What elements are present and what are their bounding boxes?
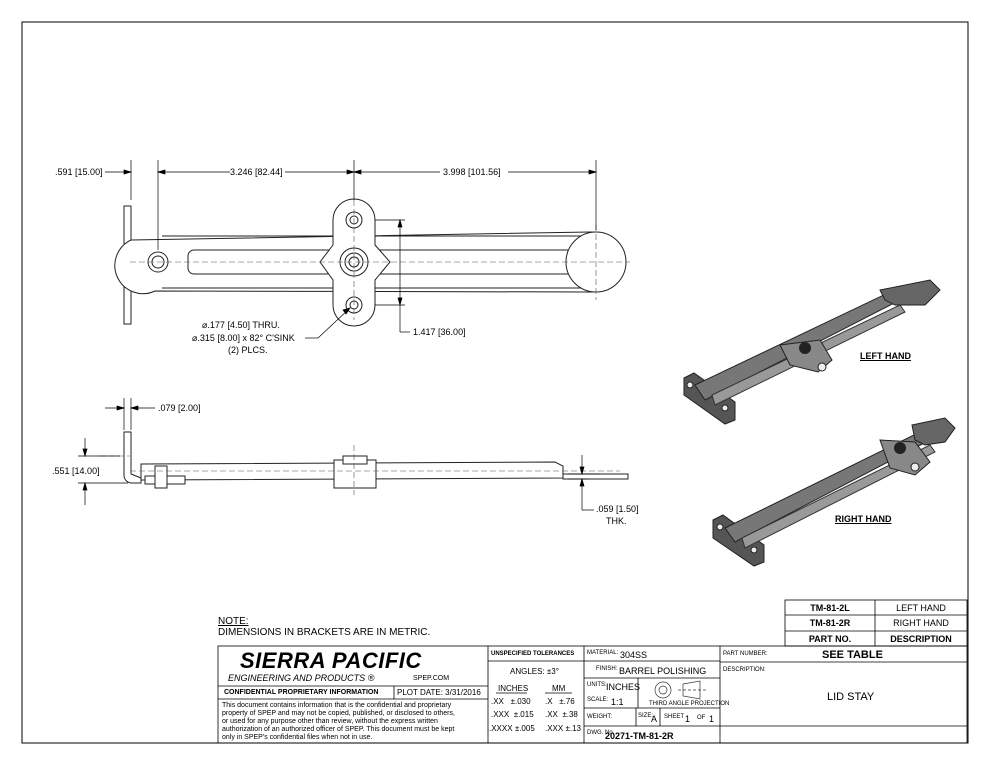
- size-label: SIZE:: [638, 713, 654, 719]
- tol-row-3: .XXXX ±.005: [489, 724, 535, 733]
- top-centerlines: [130, 200, 630, 320]
- dim-hole-spacing: 1.417 [36.00]: [413, 327, 466, 337]
- scale-label: SCALE:: [587, 697, 609, 703]
- description-label: DESCRIPTION:: [723, 667, 766, 673]
- part-row-2-desc: RIGHT HAND: [893, 618, 949, 628]
- sheet-label: SHEET: [664, 714, 685, 720]
- side-dimension-lines: [78, 398, 600, 511]
- iso-left-hand: [683, 279, 941, 425]
- part-number-value: SEE TABLE: [822, 649, 883, 661]
- confidential-text-3: or used for any purpose other than revie…: [222, 718, 438, 725]
- side-arm-tail: [562, 473, 629, 480]
- dim-thickness-label: THK.: [606, 516, 627, 526]
- tol-row-1: .XX ±.030: [491, 697, 531, 706]
- top-pivot-mid: [344, 252, 364, 272]
- company-subtitle: ENGINEERING AND PRODUCTS ®: [228, 673, 375, 683]
- dim-flange-thickness: .079 [2.00]: [158, 403, 201, 413]
- tolerances-angles: ANGLES: ±3°: [510, 667, 559, 676]
- finish-label: FINISH:: [596, 666, 618, 672]
- dwg-label: DWG. No.: [587, 730, 615, 736]
- top-pivot-outer: [339, 247, 369, 277]
- dim-flange-width: .591 [15.00]: [55, 167, 103, 177]
- dim-height: .551 [14.00]: [52, 466, 100, 476]
- tol-row-2-mm: .XX ±.38: [545, 710, 578, 719]
- side-view: [123, 431, 629, 489]
- sheet-value: 1: [685, 714, 691, 724]
- third-angle-projection-symbol: [654, 680, 706, 700]
- iso-right-hand-label: RIGHT HAND: [835, 514, 892, 524]
- confidential-text-5: only in SPEP's confidential files when n…: [222, 734, 373, 741]
- iso-right-hand: [712, 417, 956, 567]
- side-left-rivet: [154, 465, 168, 489]
- parts-header-desc: DESCRIPTION: [890, 634, 952, 644]
- tolerances-title: UNSPECIFIED TOLERANCES: [491, 651, 575, 657]
- company-logo: SIERRA PACIFIC: [240, 648, 422, 673]
- tol-row-1-mm: .X ±.76: [545, 697, 575, 706]
- side-flange: [123, 431, 142, 484]
- note-title: NOTE:: [218, 616, 249, 627]
- top-arm-edges: [162, 235, 600, 289]
- parts-table-grid: [784, 599, 968, 647]
- projection-label: THIRD ANGLE PROJECTION: [649, 701, 730, 707]
- parts-header-part: PART NO.: [808, 634, 852, 644]
- tol-row-3-mm: .XXX ±.13: [545, 724, 581, 733]
- confidential-text-1: This document contains information that …: [222, 702, 452, 709]
- finish-value: BARREL POLISHING: [619, 666, 707, 676]
- scale-value: 1:1: [611, 697, 624, 707]
- units-label: UNITS:: [587, 682, 607, 688]
- plot-date: PLOT DATE: 3/31/2016: [397, 688, 481, 697]
- part-row-1-desc: LEFT HAND: [896, 603, 946, 613]
- confidential-text-4: authorization of an authorized officer o…: [222, 726, 455, 733]
- note-text: DIMENSIONS IN BRACKETS ARE IN METRIC.: [218, 627, 431, 638]
- part-number-label: PART NUMBER:: [723, 651, 768, 657]
- company-website: SPEP.COM: [413, 675, 450, 682]
- part-row-1-part: TM-81-2L: [810, 603, 850, 613]
- weight-label: WEIGHT:: [587, 714, 612, 720]
- dim-to-end: 3.998 [101.56]: [443, 167, 501, 177]
- confidential-text-2: property of SPEP and may not be copied, …: [222, 710, 455, 717]
- tolerances-inches-header: INCHES: [498, 684, 529, 693]
- iso-left-hand-label: LEFT HAND: [860, 351, 911, 361]
- hole-note-line3: (2) PLCS.: [228, 345, 268, 355]
- tol-row-2: .XXX ±.015: [491, 710, 534, 719]
- of-value: 1: [709, 714, 715, 724]
- material-label: MATERIAL:: [587, 650, 619, 656]
- description-value: LID STAY: [827, 691, 875, 703]
- dim-thickness: .059 [1.50]: [596, 504, 639, 514]
- tolerances-mm-header: MM: [552, 684, 566, 693]
- material-value: 304SS: [620, 650, 648, 660]
- dim-to-pivot: 3.246 [82.44]: [230, 167, 283, 177]
- top-dimension-lines: [105, 160, 598, 339]
- title-block-grid: [217, 645, 968, 744]
- of-label: OF: [697, 715, 706, 721]
- part-row-2-part: TM-81-2R: [809, 618, 851, 628]
- units-value: INCHES: [606, 682, 641, 692]
- side-pivot-cap: [342, 455, 368, 465]
- dwg-number: 20271-TM-81-2R: [605, 731, 674, 741]
- hole-note-line2: ⌀.315 [8.00] x 82° C'SINK: [192, 333, 295, 343]
- size-value: A: [651, 714, 658, 724]
- confidential-title: CONFIDENTIAL PROPRIETARY INFORMATION: [224, 689, 379, 696]
- hole-note-line1: ⌀.177 [4.50] THRU.: [202, 320, 280, 330]
- top-view: [114, 198, 627, 327]
